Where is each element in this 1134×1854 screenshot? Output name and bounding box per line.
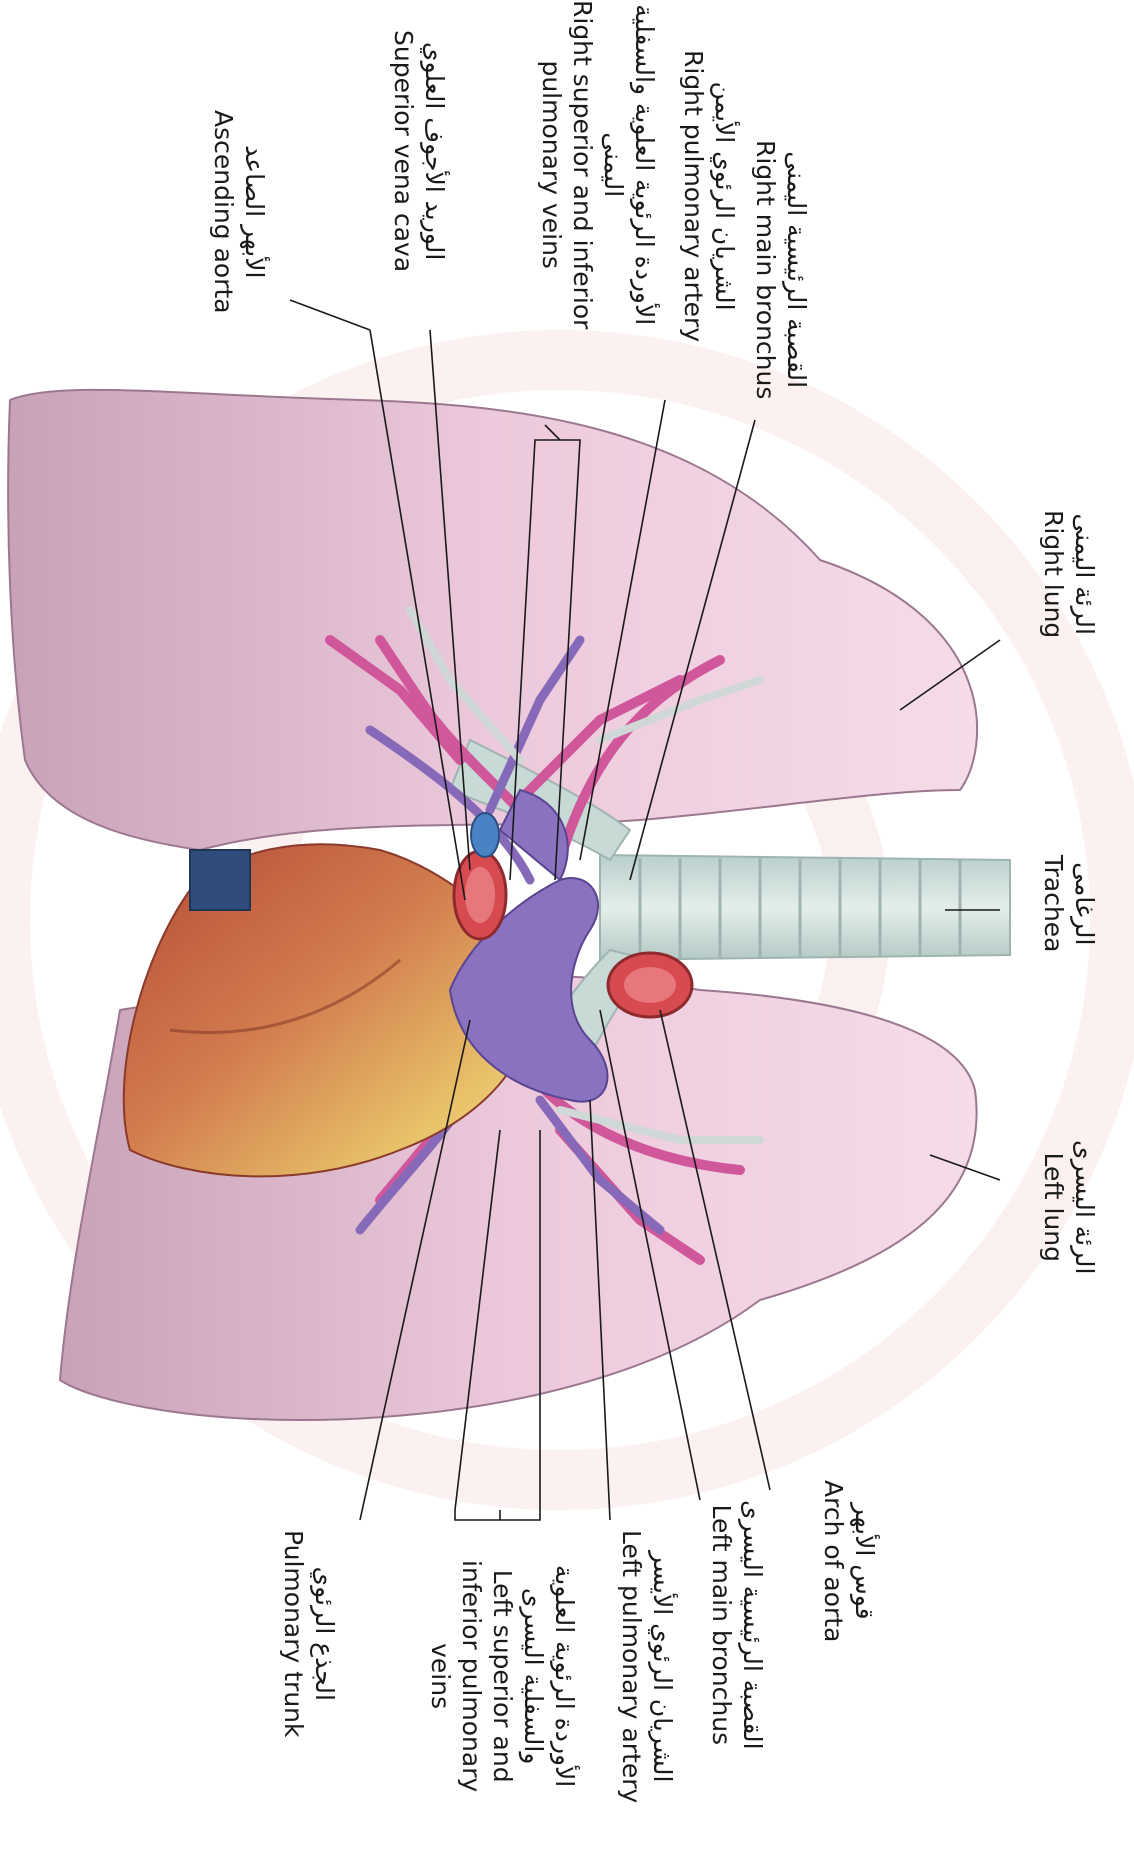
label-arch-of-aorta: قوس الأبهر Arch of aorta <box>818 1480 880 1642</box>
label-left-main-bronchus-ar: القصبة الرئيسية اليسرى <box>737 1500 768 1750</box>
label-trachea-ar: الرغامى <box>1069 855 1100 953</box>
label-superior-vena-cava: الوريد الأجوف العلوي Superior vena cava <box>388 30 450 272</box>
label-left-pulmonary-veins-en3: veins <box>425 1560 456 1792</box>
label-trachea-en: Trachea <box>1038 855 1069 953</box>
label-superior-vena-cava-ar: الوريد الأجوف العلوي <box>419 30 450 272</box>
label-left-pulmonary-veins-en2: inferior pulmonary <box>456 1560 487 1792</box>
label-left-main-bronchus-en: Left main bronchus <box>706 1500 737 1750</box>
label-right-pulmonary-veins-ar1: الأوردة الرئوية العلوية والسفلية <box>629 0 660 329</box>
label-ascending-aorta-en: Ascending aorta <box>208 110 239 314</box>
label-left-main-bronchus: القصبة الرئيسية اليسرى Left main bronchu… <box>706 1500 768 1750</box>
label-arch-of-aorta-ar: قوس الأبهر <box>849 1480 880 1642</box>
label-right-lung: الرئة اليمنى Right lung <box>1038 510 1100 638</box>
superior-vena-cava-stub <box>190 850 250 910</box>
label-left-pulmonary-artery: الشريان الرئوي الأيسر Left pulmonary art… <box>616 1530 678 1803</box>
label-pulmonary-trunk-en: Pulmonary trunk <box>278 1530 309 1738</box>
label-right-pulmonary-veins-en1: Right superior and inferior <box>567 0 598 329</box>
label-left-pulmonary-veins-ar1: الأوردة الرئوية العلوية <box>549 1560 580 1792</box>
label-right-pulmonary-veins: الأوردة الرئوية العلوية والسفلية اليمنى … <box>536 0 660 329</box>
label-left-lung-en: Left lung <box>1038 1140 1069 1274</box>
label-trachea: الرغامى Trachea <box>1038 855 1100 953</box>
label-left-pulmonary-veins-ar2: والسفلية اليسرى <box>518 1560 549 1792</box>
label-left-pulmonary-veins: الأوردة الرئوية العلوية والسفلية اليسرى … <box>425 1560 580 1792</box>
label-left-pulmonary-veins-en1: Left superior and <box>487 1560 518 1792</box>
label-right-pulmonary-artery-ar: الشريان الرئوي الأيمن <box>709 50 740 342</box>
arch-of-aorta-shape <box>608 953 692 1017</box>
label-left-lung: الرئة اليسرى Left lung <box>1038 1140 1100 1274</box>
label-left-lung-ar: الرئة اليسرى <box>1069 1140 1100 1274</box>
label-right-main-bronchus: القصبة الرئيسية اليمنى Right main bronch… <box>750 140 812 399</box>
label-pulmonary-trunk-ar: الجذع الرئوي <box>309 1530 340 1738</box>
label-right-lung-en: Right lung <box>1038 510 1069 638</box>
label-right-lung-ar: الرئة اليمنى <box>1069 510 1100 638</box>
label-left-pulmonary-artery-ar: الشريان الرئوي الأيسر <box>647 1530 678 1803</box>
label-right-pulmonary-artery: الشريان الرئوي الأيمن Right pulmonary ar… <box>678 50 740 342</box>
label-ascending-aorta: الأبهر الصاعد Ascending aorta <box>208 110 270 314</box>
label-right-pulmonary-veins-en2: pulmonary veins <box>536 0 567 329</box>
label-ascending-aorta-ar: الأبهر الصاعد <box>239 110 270 314</box>
label-pulmonary-trunk: الجذع الرئوي Pulmonary trunk <box>278 1530 340 1738</box>
label-right-pulmonary-veins-ar2: اليمنى <box>598 0 629 329</box>
label-right-main-bronchus-ar: القصبة الرئيسية اليمنى <box>781 140 812 399</box>
label-arch-of-aorta-en: Arch of aorta <box>818 1480 849 1642</box>
label-left-pulmonary-artery-en: Left pulmonary artery <box>616 1530 647 1803</box>
label-superior-vena-cava-en: Superior vena cava <box>388 30 419 272</box>
label-right-pulmonary-artery-en: Right pulmonary artery <box>678 50 709 342</box>
label-right-main-bronchus-en: Right main bronchus <box>750 140 781 399</box>
